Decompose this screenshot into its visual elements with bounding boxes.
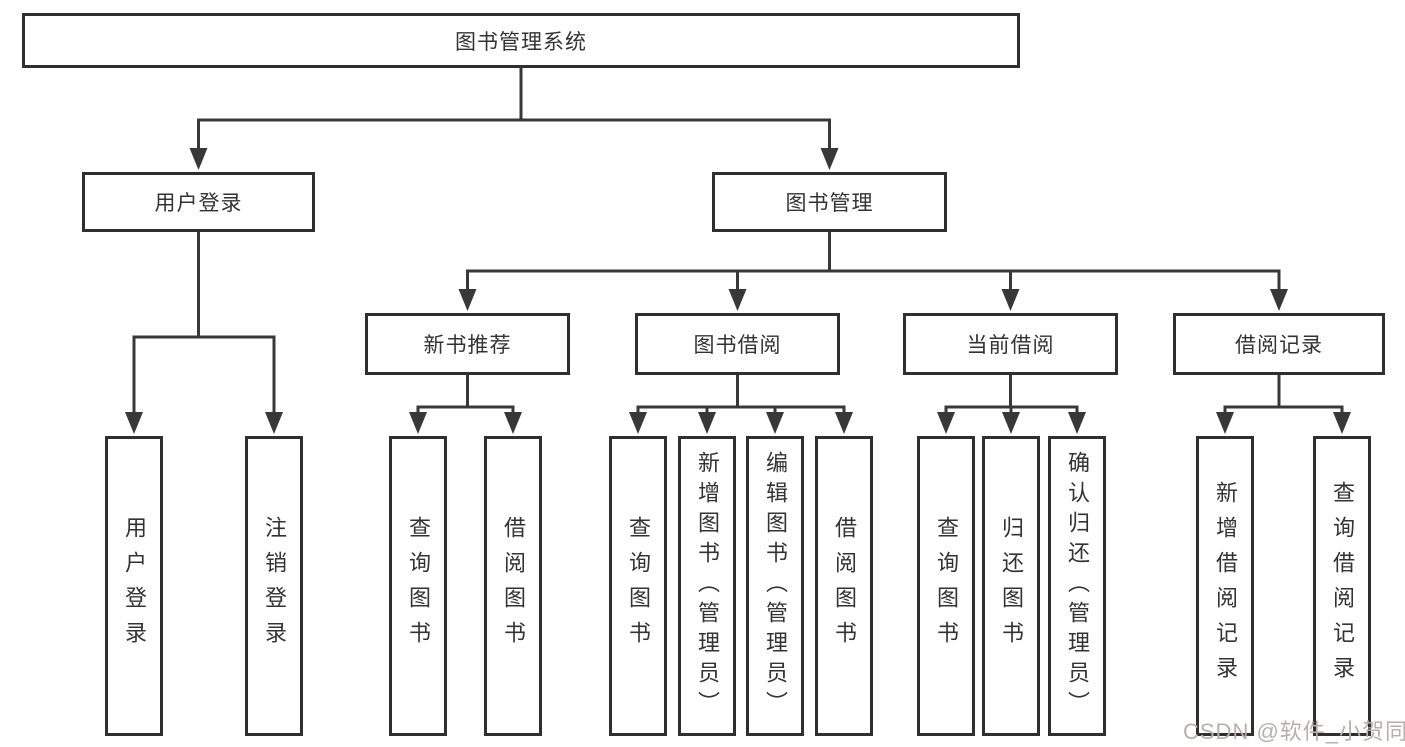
leaf-logout: 注销登录	[245, 436, 303, 736]
leaf-query-books-current: 查询图书	[917, 436, 975, 736]
node-label: 查询图书	[406, 516, 431, 656]
node-label: 当前借阅	[966, 334, 1055, 357]
node-label: 借阅图书	[501, 516, 526, 656]
node-label: 新增图书（管理员）	[695, 451, 720, 721]
node-label: 归还图书	[999, 516, 1024, 656]
node-label: 用户登录	[122, 516, 147, 656]
node-label: 注销登录	[262, 516, 287, 656]
leaf-add-book-admin: 新增图书（管理员）	[678, 436, 736, 736]
leaf-confirm-return-admin: 确认归还（管理员）	[1048, 436, 1106, 736]
leaf-query-borrow-record: 查询借阅记录	[1313, 436, 1371, 736]
node-label: 编辑图书（管理员）	[763, 451, 788, 721]
node-new-book-recommend: 新书推荐	[365, 313, 570, 375]
node-label: 图书管理	[785, 192, 874, 215]
node-book-borrow: 图书借阅	[635, 313, 840, 375]
node-label: 查询图书	[934, 516, 959, 656]
node-label: 借阅记录	[1235, 334, 1323, 357]
leaf-user-login: 用户登录	[105, 436, 163, 736]
leaf-query-books-recommend: 查询图书	[389, 436, 447, 736]
node-label: 图书管理系统	[455, 30, 587, 54]
node-user-login: 用户登录	[82, 172, 315, 232]
node-borrow-records: 借阅记录	[1173, 313, 1385, 375]
leaf-edit-book-admin: 编辑图书（管理员）	[746, 436, 804, 736]
leaf-query-books-borrow: 查询图书	[609, 436, 667, 736]
node-label: 用户登录	[154, 192, 243, 215]
node-label: 借阅图书	[832, 516, 857, 656]
watermark: CSDN @软件_小贺同学	[1183, 719, 1405, 744]
node-label: 图书借阅	[693, 334, 782, 357]
node-label: 新增借阅记录	[1213, 481, 1238, 691]
node-library-system: 图书管理系统	[22, 13, 1020, 68]
leaf-add-borrow-record: 新增借阅记录	[1196, 436, 1254, 736]
node-label: 确认归还（管理员）	[1065, 451, 1090, 721]
node-label: 查询借阅记录	[1330, 481, 1355, 691]
leaf-borrow-books-recommend: 借阅图书	[484, 436, 542, 736]
node-label: 查询图书	[626, 516, 651, 656]
node-current-borrow: 当前借阅	[903, 313, 1118, 375]
leaf-return-book: 归还图书	[982, 436, 1040, 736]
node-label: 新书推荐	[423, 334, 512, 357]
node-book-management: 图书管理	[712, 172, 947, 232]
leaf-borrow-books: 借阅图书	[815, 436, 873, 736]
